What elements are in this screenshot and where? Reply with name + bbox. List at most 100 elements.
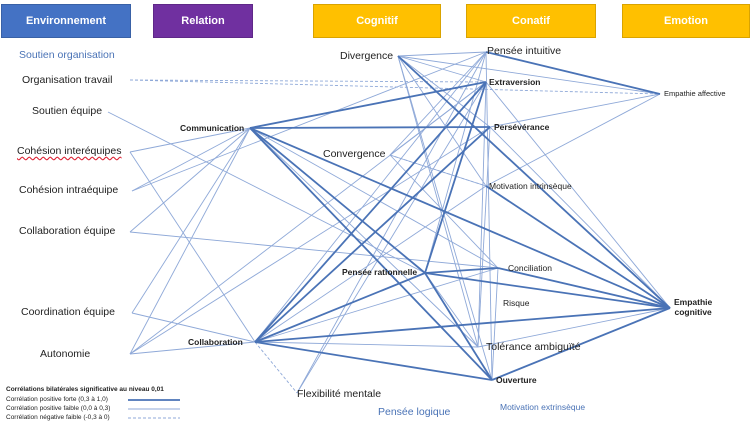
edge-strong-ouverture-empathie_cognitive	[491, 307, 671, 381]
edge-negative-organisation_travail-empathie_affective	[129, 79, 661, 95]
legend-weak-swatch	[128, 408, 180, 409]
edge-weak-cohesion_interequipes-communication	[129, 127, 251, 153]
edge-weak-divergence-empathie_affective	[397, 55, 661, 95]
node-motivation-extrinseque: Motivation extrinsèque	[500, 402, 586, 412]
edge-weak-convergence-extraversion	[389, 81, 487, 156]
edge-weak-communication-conciliation	[249, 127, 499, 269]
edge-strong-pensee_rationnelle-conciliation	[424, 267, 499, 274]
header-conatif: Conatif	[466, 4, 596, 38]
node-empathie-affective: Empathie affective	[664, 89, 726, 98]
legend-title: Corrélations bilatérales significative a…	[6, 386, 164, 393]
edge-weak-pensee_intuitive-collaboration	[254, 51, 487, 343]
edge-weak-soutien_equipe-pensee_rationnelle	[107, 111, 426, 274]
edge-strong-collaboration-perseverance	[254, 126, 491, 343]
edge-weak-coordination_equipe-communication	[131, 127, 251, 314]
edge-weak-conciliation-ouverture	[491, 267, 499, 381]
edge-weak-autonomie-collaboration	[129, 341, 256, 355]
legend-weak: Corrélation positive faible (0,0 à 0,3)	[6, 404, 180, 413]
node-cohesion-intraequipe: Cohésion intraéquipe	[19, 184, 119, 196]
header-environnement: Environnement	[1, 4, 131, 38]
edge-strong-communication-pensee_rationnelle	[249, 127, 426, 274]
legend-negative-swatch	[128, 417, 180, 418]
node-ouverture: Ouverture	[496, 375, 537, 385]
node-conciliation: Conciliation	[508, 263, 552, 273]
edge-weak-perseverance-empathie_cognitive	[489, 126, 671, 309]
edge-weak-pensee_rationnelle-tolerance_ambiguite	[424, 272, 479, 348]
node-cohesion-interequipes: Cohésion interéquipes	[17, 145, 122, 157]
node-communication: Communication	[180, 123, 245, 133]
edge-weak-divergence-tolerance_ambiguite	[397, 55, 479, 348]
legend-strong-swatch	[128, 398, 180, 401]
node-organisation-travail: Organisation travail	[22, 74, 113, 86]
edge-weak-motivation_intrinseque-collaboration	[254, 185, 487, 343]
edge-strong-collaboration-ouverture	[254, 341, 493, 381]
edge-weak-extraversion-flexibilite_mentale	[296, 81, 487, 394]
edge-weak-extraversion-empathie_cognitive	[485, 81, 671, 309]
edge-weak-motivation_intrinseque-empathie_affective	[485, 93, 661, 187]
legend-negative: Corrélation négative faible (-0,3 à 0)	[6, 413, 180, 422]
edge-strong-communication-ouverture	[249, 127, 493, 381]
legend-strong-label: Corrélation positive forte (0,3 à 1,0)	[6, 396, 108, 403]
edge-weak-tolerance_ambiguite-empathie_cognitive	[477, 307, 671, 348]
edge-negative-convergence-motivation_intrinseque	[389, 154, 487, 187]
legend-strong: Corrélation positive forte (0,3 à 1,0)	[6, 395, 180, 404]
edge-weak-pensee_intuitive-convergence	[389, 51, 487, 156]
edge-strong-pensee_intuitive-empathie_affective	[485, 51, 661, 95]
node-risque: Risque	[503, 298, 530, 308]
node-empathie-cognitive: Empathie cognitive	[674, 297, 713, 318]
node-collaboration: Collaboration	[188, 337, 243, 347]
edge-weak-divergence-pensee_intuitive	[397, 51, 487, 57]
edge-strong-motivation_intrinseque-empathie_cognitive	[485, 185, 671, 309]
edge-strong-conciliation-empathie_cognitive	[497, 267, 671, 309]
edge-strong-communication-extraversion	[249, 81, 487, 129]
node-pensee-intuitive: Pensée intuitive	[487, 45, 562, 57]
edge-weak-communication-tolerance_ambiguite	[249, 127, 479, 348]
edge-strong-collaboration-empathie_cognitive	[254, 307, 671, 343]
node-convergence: Convergence	[323, 148, 386, 160]
edge-weak-coordination_equipe-collaboration	[131, 312, 256, 343]
node-collaboration-equipe: Collaboration équipe	[19, 225, 116, 237]
legend-weak-label: Corrélation positive faible (0,0 à 0,3)	[6, 405, 111, 412]
node-soutien-equipe: Soutien équipe	[32, 105, 103, 117]
edge-negative-collaboration-flexibilite_mentale	[254, 341, 298, 394]
edge-weak-collaboration-tolerance_ambiguite	[254, 341, 479, 348]
edge-weak-divergence-ouverture	[397, 55, 493, 381]
node-motivation-intrinseque: Motivation intrinsèque	[489, 181, 572, 191]
node-extraversion: Extraversion	[489, 77, 541, 87]
node-perseverance: Persévérance	[494, 122, 550, 132]
edge-weak-divergence-motivation_intrinseque	[397, 55, 487, 187]
edge-weak-collaboration-conciliation	[254, 267, 499, 343]
legend-negative-label: Corrélation négative faible (-0,3 à 0)	[6, 414, 110, 421]
edge-strong-communication-perseverance	[249, 126, 491, 129]
edge-strong-collaboration-pensee_rationnelle	[254, 272, 426, 343]
edge-weak-empathie_affective-perseverance	[489, 93, 661, 128]
edge-weak-cohesion_intraequipe-communication	[131, 127, 251, 192]
edges-layer	[107, 51, 671, 394]
edge-strong-divergence-empathie_cognitive	[397, 55, 671, 309]
edge-strong-pensee_rationnelle-extraversion	[424, 81, 487, 274]
node-coordination-equipe: Coordination équipe	[21, 306, 115, 318]
header-emotion: Emotion	[622, 4, 750, 38]
header-cognitif: Cognitif	[313, 4, 441, 38]
edge-weak-collaboration_equipe-communication	[129, 127, 251, 233]
legend: Corrélations bilatérales significative a…	[6, 386, 180, 422]
edge-strong-pensee_rationnelle-ouverture	[424, 272, 493, 381]
node-tolerance-ambiguite: Tolérance ambiguïté	[486, 341, 581, 353]
edge-strong-collaboration-extraversion	[254, 81, 487, 343]
edge-weak-cohesion_intraequipe-pensee_intuitive	[131, 51, 487, 192]
header-relation: Relation	[153, 4, 253, 38]
edge-weak-cohesion_interequipes-collaboration	[129, 151, 256, 343]
node-pensee-rationnelle: Pensée rationnelle	[342, 267, 418, 277]
node-pensee-logique: Pensée logique	[378, 406, 451, 418]
edge-weak-autonomie-communication	[129, 127, 251, 355]
edge-negative-organisation_travail-extraversion	[129, 79, 487, 83]
node-autonomie: Autonomie	[40, 348, 91, 360]
edge-weak-divergence-perseverance	[397, 55, 491, 128]
edge-strong-communication-empathie_cognitive	[249, 127, 671, 309]
edge-weak-pensee_intuitive-ouverture	[485, 51, 493, 381]
node-flexibilite-mentale: Flexibilité mentale	[297, 388, 382, 400]
node-soutien-organisation: Soutien organisation	[19, 49, 115, 61]
node-divergence: Divergence	[340, 50, 394, 62]
edge-strong-pensee_rationnelle-empathie_cognitive	[424, 272, 671, 309]
